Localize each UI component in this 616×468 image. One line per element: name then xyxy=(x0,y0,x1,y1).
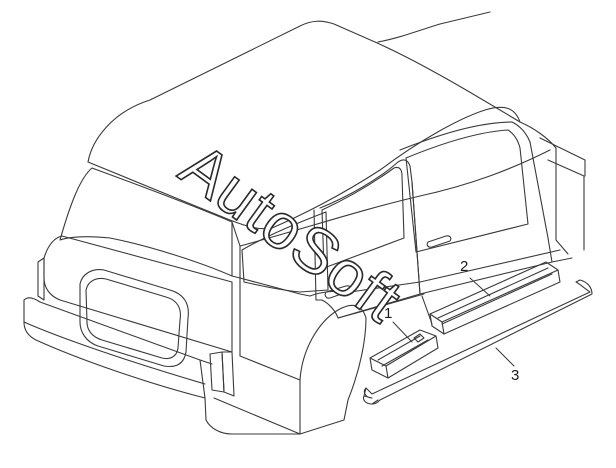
leader-line-3 xyxy=(495,347,515,367)
leader-line-1 xyxy=(392,321,413,343)
suv-body xyxy=(23,11,586,435)
part-2-step-plate xyxy=(429,261,561,335)
part-number-2: 2 xyxy=(460,258,469,275)
part-3-molding xyxy=(362,279,593,405)
leader-line-2 xyxy=(469,277,491,297)
part-number-3: 3 xyxy=(511,367,520,384)
part-1-step-plate xyxy=(369,329,439,379)
part-number-1: 1 xyxy=(384,305,393,322)
leader-lines xyxy=(392,277,515,367)
